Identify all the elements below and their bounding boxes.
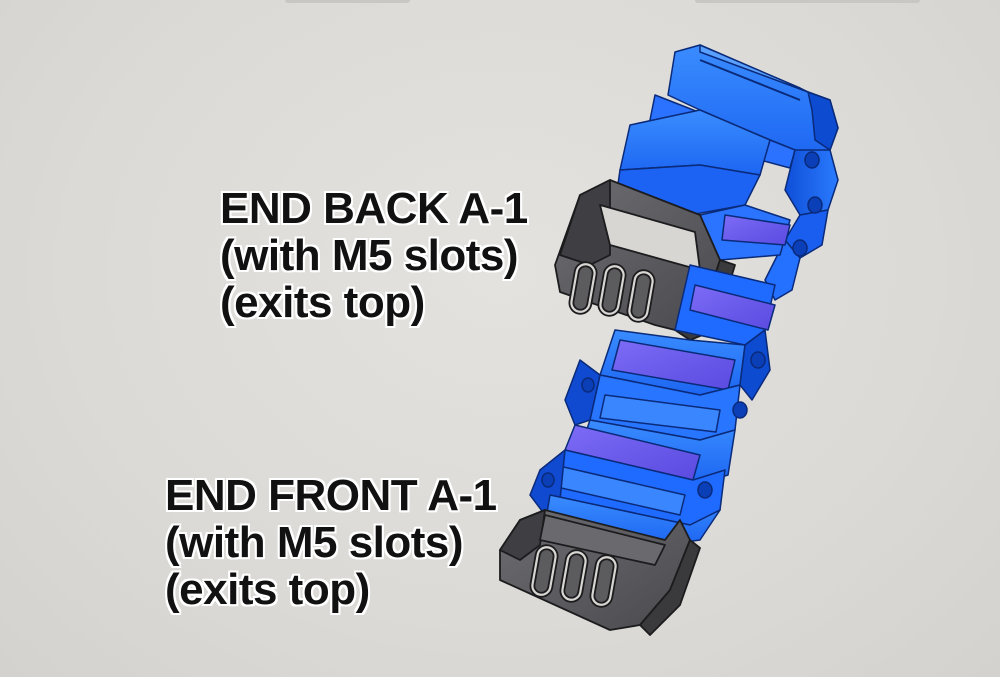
end-back-bracket bbox=[554, 179, 736, 341]
end-front-bracket bbox=[499, 509, 701, 636]
end-back-label-line2: (with M5 slots) bbox=[220, 231, 519, 280]
end-front-label: END FRONT A-1 (with M5 slots) (exits top… bbox=[165, 472, 497, 613]
end-front-label-line2: (with M5 slots) bbox=[165, 518, 464, 567]
window-tab-edge bbox=[695, 0, 920, 3]
end-back-label: END BACK A-1 (with M5 slots) (exits top) bbox=[220, 185, 528, 326]
window-tab-edge bbox=[285, 0, 410, 3]
end-back-label-line1: END BACK A-1 bbox=[220, 184, 528, 233]
end-front-label-line3: (exits top) bbox=[165, 565, 370, 614]
chain-link-middle bbox=[564, 264, 776, 486]
end-back-label-line3: (exits top) bbox=[220, 278, 425, 327]
end-front-label-line1: END FRONT A-1 bbox=[165, 471, 497, 520]
